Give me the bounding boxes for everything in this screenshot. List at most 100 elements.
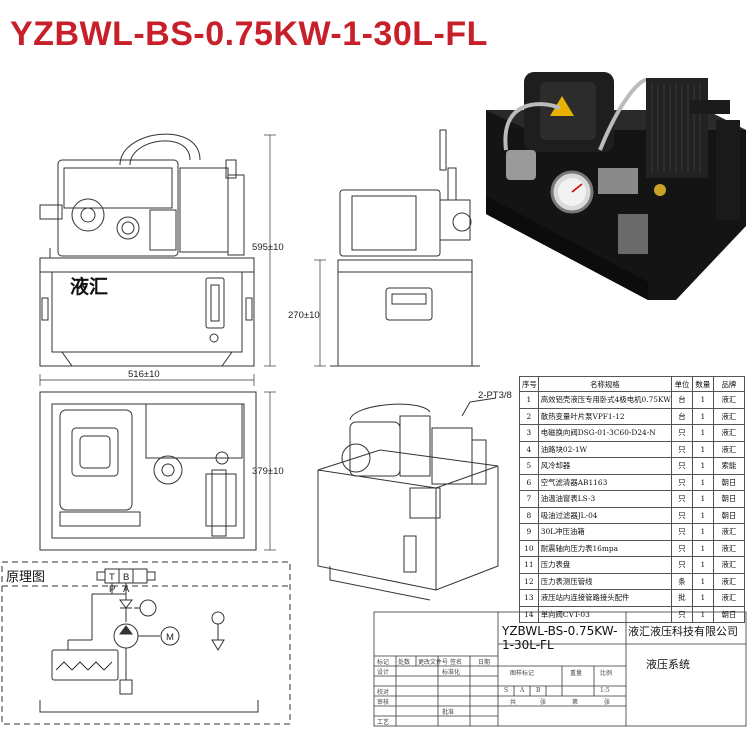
tb-label-approve: 批准	[442, 709, 455, 716]
tb-label-a: A	[520, 687, 525, 694]
cell-name: 高效铝壳液压专用卧式4极电机0.75KW	[537, 391, 673, 409]
cell-brand: 朝日	[712, 490, 746, 508]
tb-label-sheet-1: 张	[540, 699, 547, 706]
cell-unit: 条	[671, 572, 693, 590]
cell-name: 空气滤清器AB1163	[537, 473, 673, 491]
cell-unit: 只	[671, 506, 693, 524]
tb-label-process: 工艺	[377, 719, 390, 726]
header-index: 序号	[519, 376, 539, 392]
top-view	[39, 391, 257, 551]
cell-qty: 1	[691, 457, 714, 475]
cell-brand: 索能	[712, 457, 746, 475]
motor-symbol-label: M	[166, 632, 174, 643]
tb-label-sheet-2: 张	[604, 699, 611, 706]
cell-index: 5	[519, 457, 539, 475]
product-model-title: YZBWL-BS-0.75KW-1-30L-FL	[10, 15, 488, 53]
cell-unit: 只	[671, 539, 693, 557]
cell-name: 风冷却器	[537, 457, 673, 475]
cell-name: 压力表测压管线	[537, 572, 673, 590]
cell-unit: 只	[671, 473, 693, 491]
tb-label-design: 设计	[377, 669, 390, 676]
cell-index: 13	[519, 589, 539, 607]
title-block-company: 液汇液压科技有限公司	[628, 625, 738, 638]
cell-name: 油温油窗表LS-3	[537, 490, 673, 508]
header-qty: 数量	[691, 376, 714, 392]
cell-brand: 液汇	[712, 407, 746, 425]
cell-unit: 只	[671, 605, 693, 623]
cell-unit: 只	[671, 457, 693, 475]
cell-unit: 台	[671, 391, 693, 409]
tb-label-sign: 签名	[450, 659, 463, 666]
tb-label-page: 第	[572, 699, 579, 706]
cell-name: 单向阀CVT-03	[537, 605, 673, 623]
header-name: 名称规格	[537, 376, 673, 392]
tb-label-change-doc: 更改文件号	[418, 659, 449, 666]
tb-label-standard: 标准化	[442, 669, 461, 676]
tb-label-check: 校对	[377, 689, 390, 696]
hydraulic-schematic	[1, 561, 291, 725]
front-view-dimensions	[39, 134, 276, 386]
cell-index: 1	[519, 391, 539, 409]
tb-scale-value: 1:5	[600, 687, 610, 694]
cell-brand: 液汇	[712, 424, 746, 442]
title-block-model: YZBWL-BS-0.75KW-1-30L-FL	[502, 624, 618, 652]
cell-brand: 液汇	[712, 572, 746, 590]
cell-name: 吸油过滤器JL-04	[537, 506, 673, 524]
valve-port-p: P	[109, 584, 115, 595]
tb-label-mark: 标记	[377, 659, 390, 666]
schematic-title: 原理图	[4, 566, 48, 585]
valve-port-b: B	[123, 572, 129, 583]
cell-index: 6	[519, 473, 539, 491]
cell-brand: 朝日	[712, 506, 746, 524]
header-unit: 单位	[671, 376, 693, 392]
cell-qty: 1	[691, 556, 714, 574]
side-view	[330, 129, 480, 367]
cell-brand: 液汇	[712, 440, 746, 458]
cell-qty: 1	[691, 407, 714, 425]
cell-index: 2	[519, 407, 539, 425]
cell-qty: 1	[691, 572, 714, 590]
height-dimension-label: 595±10	[252, 242, 284, 253]
title-block-system: 液压系统	[646, 658, 690, 671]
cell-qty: 1	[691, 605, 714, 623]
cell-brand: 液汇	[712, 523, 746, 541]
tb-label-date: 日期	[478, 659, 491, 666]
tb-label-count: 处数	[398, 659, 411, 666]
cell-qty: 1	[691, 440, 714, 458]
cell-index: 8	[519, 506, 539, 524]
cell-name: 30L冲压油箱	[537, 523, 673, 541]
tank-height-dimension-label: 270±10	[288, 310, 320, 321]
valve-port-t: T	[109, 572, 115, 583]
cell-index: 9	[519, 523, 539, 541]
cell-name: 压力表盘	[537, 556, 673, 574]
cell-qty: 1	[691, 391, 714, 409]
tb-label-s: S	[504, 687, 509, 694]
cell-unit: 只	[671, 424, 693, 442]
cell-qty: 1	[691, 490, 714, 508]
valve-port-a: A	[123, 584, 130, 595]
top-view-dimensions	[264, 391, 276, 551]
cell-index: 3	[519, 424, 539, 442]
cell-unit: 只	[671, 556, 693, 574]
cell-index: 10	[519, 539, 539, 557]
cell-unit: 台	[671, 407, 693, 425]
tb-label-b: B	[536, 687, 541, 694]
cell-unit: 只	[671, 490, 693, 508]
isometric-view	[317, 397, 499, 601]
tb-label-drawing-mark: 图样标记	[510, 670, 535, 677]
cell-qty: 1	[691, 589, 714, 607]
cell-unit: 只	[671, 440, 693, 458]
front-view	[39, 133, 255, 367]
cell-index: 4	[519, 440, 539, 458]
